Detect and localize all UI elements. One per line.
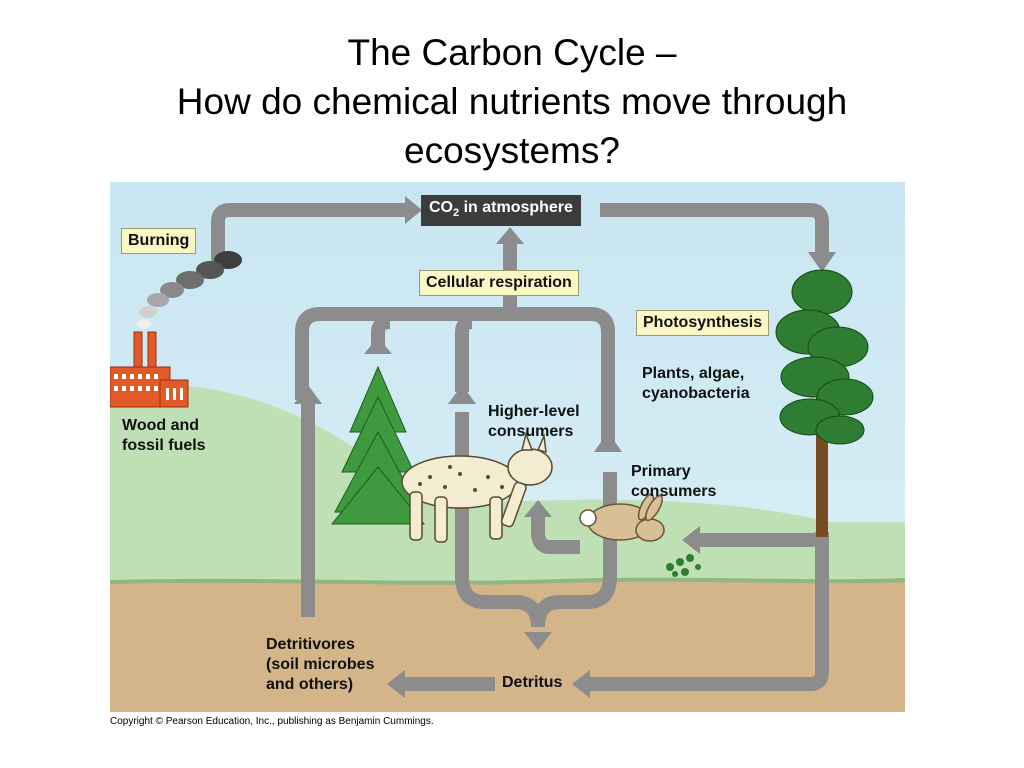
label-plants: Plants, algae, cyanobacteria <box>642 365 750 402</box>
carbon-cycle-diagram: Burning CO2 in atmosphere Cellular respi… <box>110 182 905 712</box>
title-line-2: How do chemical nutrients move through <box>176 81 848 122</box>
co2-subscript: 2 <box>453 207 460 220</box>
label-co2-atmosphere: CO2 in atmosphere <box>421 195 581 227</box>
arrowhead-higher <box>524 500 552 517</box>
arrow-co2-to-tree <box>600 203 829 254</box>
soil-edge <box>110 577 905 585</box>
label-detritus: Detritus <box>502 674 563 691</box>
arrow-respiration-consumers <box>455 315 473 392</box>
arrow-burning-to-co2 <box>211 203 405 262</box>
copyright-notice: Copyright © Pearson Education, Inc., pub… <box>110 716 434 727</box>
label-cellular-respiration: Cellular respiration <box>419 270 579 296</box>
arrowhead-detritivores-left <box>387 670 405 698</box>
arrowhead-tree-detritus <box>572 670 590 698</box>
arrow-heads <box>294 196 836 698</box>
co2-text: CO <box>429 199 453 216</box>
title-line-1: The Carbon Cycle – <box>347 32 677 73</box>
label-higher-level-consumers: Higher-level consumers <box>488 403 580 440</box>
grass-band <box>110 522 905 582</box>
arrowhead-consumer-resp <box>448 385 476 404</box>
small-plant-illustration <box>666 554 701 577</box>
label-wood-fossil-fuels: Wood and fossil fuels <box>122 417 206 454</box>
arrowhead-detritus <box>524 632 552 650</box>
arrowhead-detritivores <box>294 385 322 404</box>
arrowhead-primary-resp <box>594 432 622 452</box>
fir-tree-illustration <box>330 365 426 525</box>
label-photosynthesis: Photosynthesis <box>636 310 770 336</box>
arrow-respiration-branches <box>295 307 615 447</box>
rabbit-illustration <box>579 493 665 542</box>
tall-tree-illustration <box>775 269 874 537</box>
arrowhead-plant-resp <box>364 337 392 354</box>
lynx-illustration <box>401 431 553 543</box>
arrow-tree-to-detritus <box>590 532 829 691</box>
arrowhead-primary <box>682 526 700 554</box>
factory-illustration <box>110 331 189 408</box>
label-primary-consumers: Primary consumers <box>631 463 717 500</box>
arrow-primary-down <box>531 472 617 628</box>
arrow-primary-to-higher <box>531 515 580 554</box>
arrowhead-tree <box>808 252 836 272</box>
arrowhead-respiration <box>496 227 524 244</box>
title-line-3: ecosystems? <box>404 130 620 171</box>
diagram-canvas <box>110 182 905 712</box>
arrow-plants-to-primary <box>700 531 829 547</box>
smoke-illustration <box>137 251 242 329</box>
arrow-respiration-plant <box>371 315 391 347</box>
label-detritivores: Detritivores (soil microbes and others) <box>266 636 375 693</box>
arrowhead-co2 <box>405 196 422 224</box>
atmosphere-text: in atmosphere <box>459 199 573 216</box>
label-burning: Burning <box>121 228 197 254</box>
